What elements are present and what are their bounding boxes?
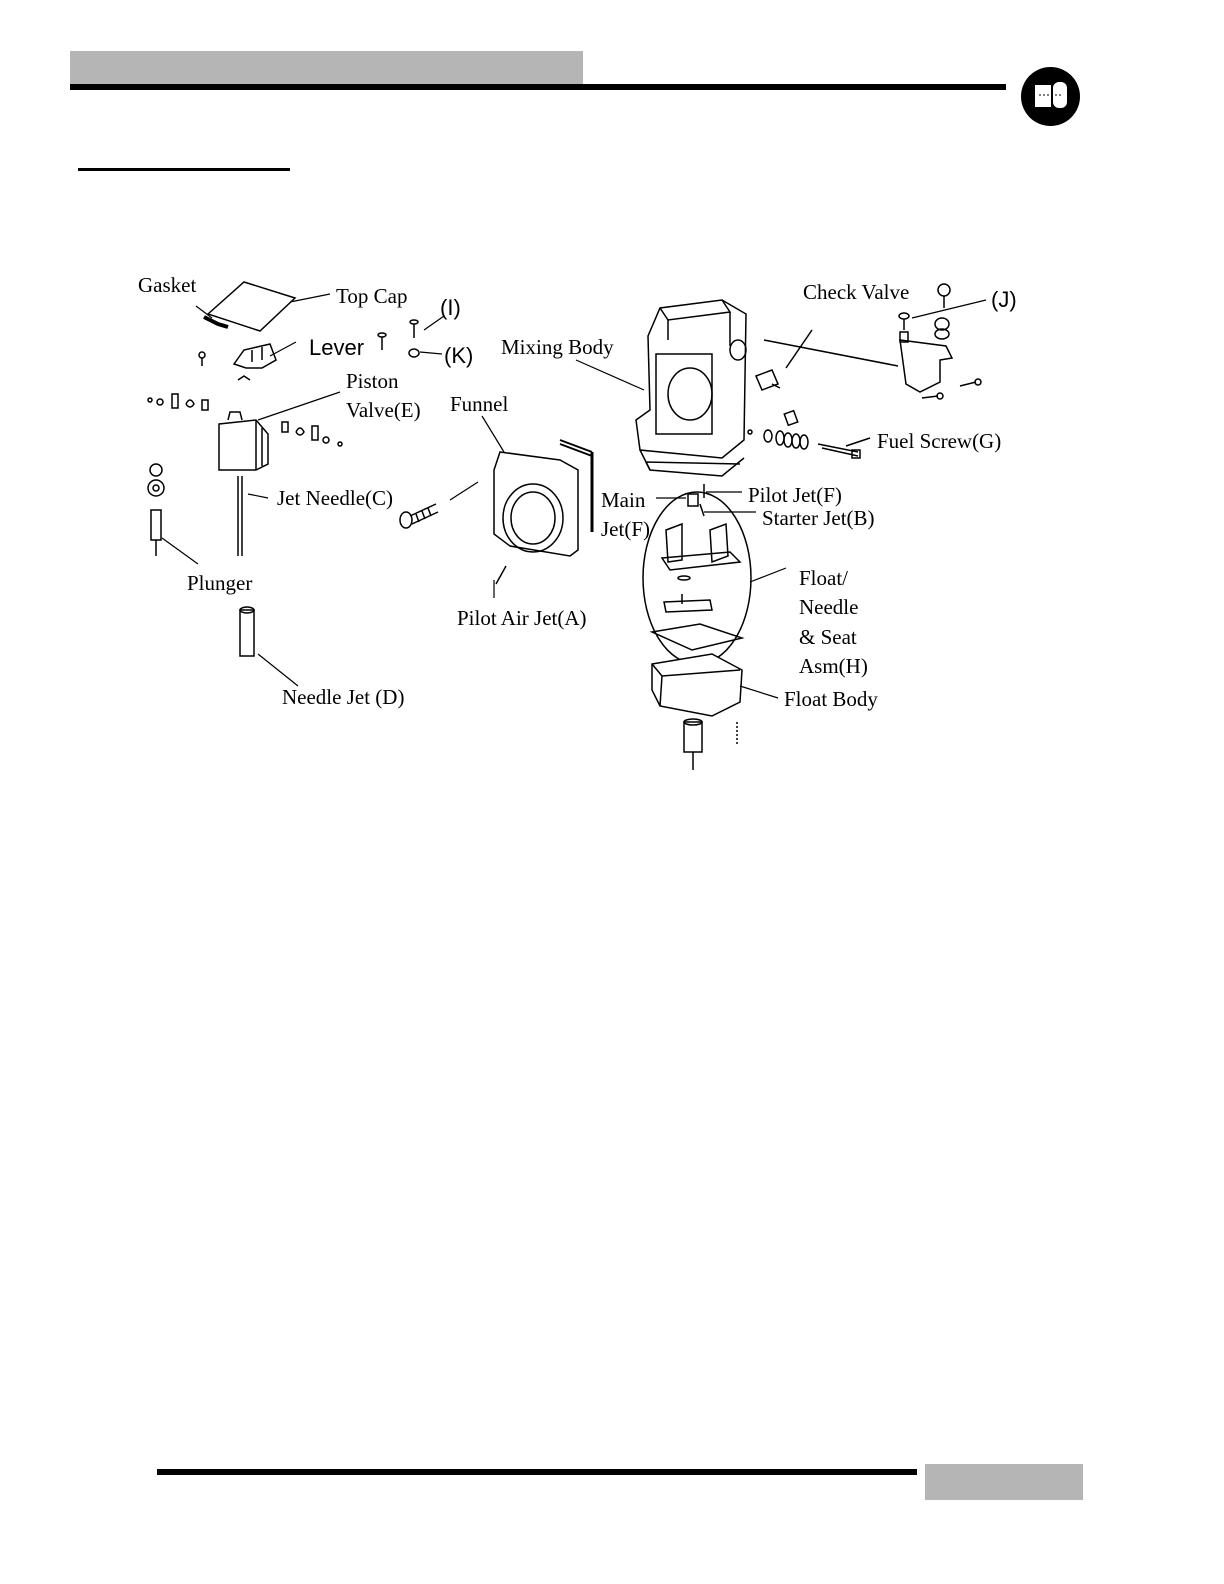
label-j: (J) — [991, 289, 1017, 311]
piston-valve-part — [219, 412, 268, 556]
label-k: (K) — [444, 345, 473, 367]
label-plunger: Plunger — [187, 573, 252, 594]
label-pilot-jet: Pilot Jet(F) — [748, 485, 842, 506]
funnel-part — [494, 440, 592, 584]
label-gasket: Gasket — [138, 275, 196, 296]
lever-part — [199, 344, 276, 380]
label-funnel: Funnel — [450, 394, 508, 415]
label-piston-valve-1: Piston — [346, 371, 399, 392]
label-float-needle-3: & Seat — [799, 627, 857, 648]
label-float-needle-2: Needle — [799, 597, 858, 618]
label-main-jet-2: Jet(F) — [601, 519, 650, 540]
label-fuel-screw: Fuel Screw(G) — [877, 431, 1001, 452]
small-parts-left — [148, 394, 208, 556]
label-i: (I) — [440, 297, 461, 319]
mixing-body-part — [636, 300, 746, 476]
label-float-needle-1: Float/ — [799, 568, 848, 589]
needle-jet-part — [240, 607, 254, 656]
label-jet-needle: Jet Needle(C) — [277, 488, 393, 509]
label-pilot-air-jet: Pilot Air Jet(A) — [457, 608, 587, 629]
label-lever: Lever — [309, 337, 364, 359]
label-top-cap: Top Cap — [336, 286, 407, 307]
check-valve-part — [756, 330, 898, 390]
small-parts-mid — [282, 422, 342, 446]
label-piston-valve-2: Valve(E) — [346, 400, 421, 421]
label-check-valve: Check Valve — [803, 282, 909, 303]
label-float-body: Float Body — [784, 689, 878, 710]
fuel-screw-part — [748, 411, 870, 458]
footer-rule — [157, 1469, 917, 1475]
funnel-screw-part — [400, 504, 438, 528]
gasket-part — [204, 282, 295, 331]
float-body-part — [652, 654, 742, 770]
label-starter-jet: Starter Jet(B) — [762, 508, 875, 529]
footer-grey-box — [925, 1464, 1083, 1500]
label-main-jet-1: Main — [601, 490, 645, 511]
float-needle-seat-part — [643, 492, 751, 664]
label-mixing-body: Mixing Body — [501, 337, 614, 358]
label-float-needle-4: Asm(H) — [799, 656, 868, 677]
screw-i-part — [378, 320, 419, 357]
jets-part — [688, 484, 704, 516]
bracket-j-part — [899, 284, 981, 399]
label-needle-jet: Needle Jet (D) — [282, 687, 404, 708]
